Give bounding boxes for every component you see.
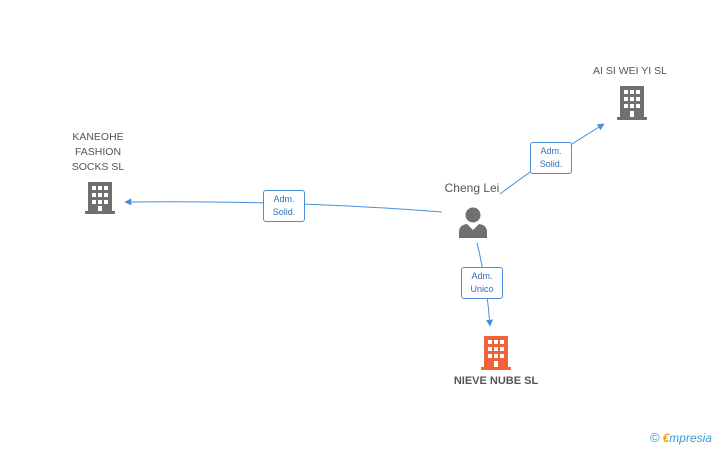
kaneohe-label-line-3: SOCKS SL <box>71 161 125 173</box>
edge-badge-line-2: Solid. <box>272 207 296 217</box>
edge-badge-nieve[interactable]: Adm. Unico <box>461 267 503 299</box>
copyright-icon: © <box>650 430 660 445</box>
kaneohe-label-line-2: FASHION <box>74 146 122 158</box>
edge-badge-line-1: Adm. <box>273 194 295 204</box>
edge-badge-line-1: Adm. <box>471 271 493 281</box>
edge-badge-line-2: Unico <box>470 284 494 294</box>
building-icon[interactable] <box>616 84 648 120</box>
edge-badge-line-1: Adm. <box>540 146 562 156</box>
copyright-brand: ©€mpresia <box>650 430 726 448</box>
person-label: Cheng Lei <box>444 181 500 195</box>
kaneohe-label-line-1: KANEOHE <box>72 131 124 143</box>
edge-badge-aisiwei[interactable]: Adm. Solid. <box>530 142 572 174</box>
brand-initial: € <box>662 431 670 445</box>
person-icon[interactable] <box>458 206 488 238</box>
brand-name: mpresia <box>669 431 712 445</box>
kaneohe-label: KANEOHE FASHION SOCKS SL <box>58 130 138 175</box>
edge-badge-line-2: Solid. <box>539 159 563 169</box>
building-icon[interactable] <box>480 334 512 370</box>
aisiwei-label: AI SI WEI YI SL <box>593 65 667 77</box>
nieve-label: NIEVE NUBE SL <box>453 375 539 387</box>
building-icon[interactable] <box>84 180 116 214</box>
edge-badge-kaneohe[interactable]: Adm. Solid. <box>263 190 305 222</box>
